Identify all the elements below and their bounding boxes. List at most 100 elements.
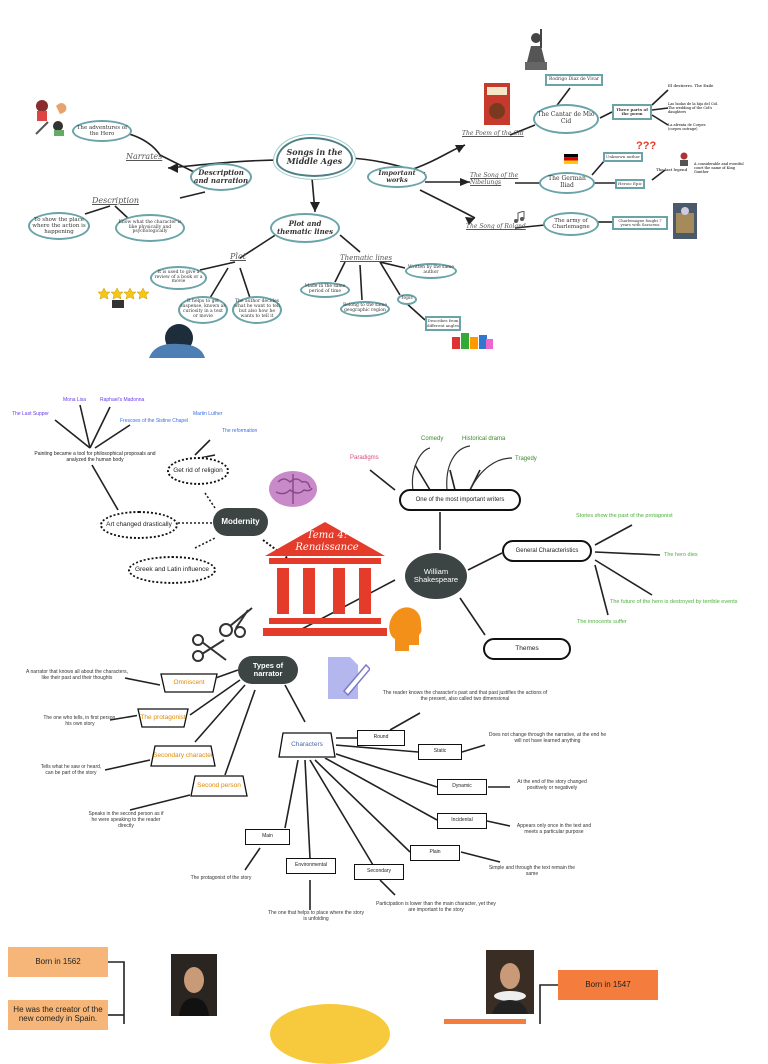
music-note-icon	[513, 210, 525, 228]
gc-innocents-text: The innocents suffer	[577, 619, 627, 625]
dynamic-node: Dynamic	[437, 779, 487, 795]
thematic-lines-label: Thematic lines	[340, 254, 393, 262]
gc-past-text: Stories show the past of the protagonist	[576, 513, 673, 519]
plot-thematic-label: Plot and thematic lines	[276, 219, 334, 236]
unknown-author-node: Unknown author	[603, 152, 643, 162]
last-supper-text: The Last Supper	[12, 411, 49, 417]
types-narrator-label: Types of narrator	[252, 660, 284, 678]
main-label: Main	[262, 833, 273, 840]
main-desc: The protagonist of the story	[190, 875, 252, 881]
plot-author-text: The author decides what he want to tell …	[234, 299, 280, 319]
knight-statue-icon	[523, 26, 549, 77]
plot-review-text: It is used to give a review of a book or…	[154, 269, 203, 285]
cantar-text: The Cantar de Mio Cid	[537, 111, 595, 125]
important-works-label: Important works	[378, 168, 416, 184]
different-angles-text: Describes from different angles	[427, 318, 460, 328]
plot-author-node: The author decides what he want to tell …	[232, 296, 282, 324]
army-text: The army of Charlemagne	[552, 217, 590, 230]
most-important-label: One of the most important writers	[415, 496, 505, 503]
luther-text: Martin Luther	[193, 411, 223, 417]
born-1547-label: Born in 1547	[585, 979, 631, 989]
plot-label: Plot	[230, 252, 246, 261]
same-author-text: Written by the same author	[407, 265, 455, 275]
static-label: Static	[433, 748, 447, 755]
cantar-node: The Cantar de Mio Cid	[533, 104, 599, 134]
german-iliad-text: The German Iliad	[548, 175, 586, 189]
rodrigo-text: Rodrigo Diaz de Vivar	[548, 76, 600, 82]
stars-icon	[97, 287, 152, 314]
brain-icon	[268, 470, 318, 513]
important-works-node: Important works	[367, 166, 427, 188]
person-icon	[678, 152, 690, 171]
plain-label: Plain	[429, 849, 441, 856]
narrates-label: Narrates	[126, 152, 163, 161]
three-parts-node: Three parts of the poem	[612, 104, 652, 120]
middle-ages-center-node: Songs in the Middle Ages	[276, 137, 353, 177]
last-legend-text: The last legend	[656, 167, 688, 172]
narration-node: Description and narration	[190, 163, 252, 191]
heroic-epic-node: Heroic Epic	[615, 179, 645, 189]
secondary-character-label: Secondary character	[153, 752, 213, 760]
static-node: Static	[418, 744, 462, 760]
born-1547-box: Born in 1547	[558, 970, 658, 1000]
dynamic-label: Dynamic	[452, 783, 472, 790]
modernity-label: Modernity	[221, 516, 260, 526]
same-author-node: Written by the same author	[405, 263, 457, 279]
dynamic-desc: At the end of the story changed positive…	[517, 779, 587, 791]
different-angles-node: Describes from different angles	[425, 316, 461, 331]
same-region-node: Belong to the same geographic region	[340, 301, 390, 317]
know-character-node: Know what the character is like physical…	[115, 214, 185, 242]
topic-text: Topic	[400, 296, 414, 302]
omniscent-label: Omniscent	[173, 679, 205, 687]
adventures-text: The adventures of the Hero	[76, 124, 128, 137]
books-icon	[452, 331, 494, 356]
head-silhouette-icon	[387, 605, 423, 658]
themes-label: Themes	[515, 645, 539, 653]
incidental-node: Incidental	[437, 813, 487, 829]
plot-thematic-node: Plot and thematic lines	[270, 213, 340, 243]
mona-lisa-text: Mona Lisa	[63, 397, 87, 403]
art-changed-node: Art changed drastically	[100, 511, 178, 539]
protagonist-label: The protagonist	[140, 714, 186, 722]
exile-text: El destierro. The Exile	[668, 83, 714, 88]
greek-latin-node: Greek and Latin influence	[128, 556, 216, 584]
same-period-node: Made in the same period of time	[300, 282, 350, 298]
second-person-node: Second person	[190, 775, 248, 797]
roland-label: The Song of Roland	[466, 223, 526, 230]
wedding-text: Las bodas de la hija del Cid. The weddin…	[668, 102, 718, 115]
general-characteristics-label: General Characteristics	[515, 547, 579, 554]
question-marks: ???	[636, 140, 657, 152]
yellow-circle-shape	[270, 1004, 390, 1064]
same-region-text: Belong to the same geographic region	[343, 303, 387, 313]
german-iliad-node: The German Iliad	[539, 172, 595, 194]
show-place-text: To show the place where the action is ha…	[32, 216, 86, 236]
book-cover-icon	[484, 83, 510, 130]
charlemagne-node: Charlemagne fought 7 years with Saracens	[612, 216, 668, 230]
greek-latin-label: Greek and Latin influence	[134, 566, 210, 574]
same-period-text: Made in the same period of time	[304, 284, 346, 294]
narration-label: Description and narration	[193, 168, 249, 185]
plot-suspense-node: It helps to get suspense, known as curio…	[178, 296, 228, 324]
center-label: Songs in the Middle Ages	[286, 147, 343, 166]
art-changed-label: Art changed drastically	[106, 521, 172, 529]
types-narrator-node: Types of narrator	[238, 656, 298, 684]
orange-box-partial	[444, 1019, 526, 1024]
scissors-icon	[192, 632, 228, 671]
plot-suspense-text: It helps to get suspense, known as curio…	[180, 299, 226, 319]
secondary-character-desc: Tells what he saw or heard, can be part …	[40, 764, 102, 776]
born-1562-box: Born in 1562	[8, 947, 108, 977]
omniscent-node: Omniscent	[160, 673, 218, 693]
know-character-text: Know what the character is like physical…	[118, 219, 182, 235]
secondary-node: Secondary	[354, 864, 404, 880]
characters-node: Characters	[278, 732, 336, 758]
raphael-text: Raphael's Madonna	[100, 397, 145, 403]
secondary-character-node: Secondary character	[150, 745, 216, 767]
renaissance-temple-icon	[263, 520, 387, 643]
round-label: Round	[373, 734, 389, 741]
scissors-icon	[218, 606, 254, 643]
charlemagne-text: Charlemagne fought 7 years with Saracens	[618, 217, 662, 227]
shakespeare-label: William Shakespeare	[413, 566, 459, 584]
incidental-desc: Appears only once in the text and meets …	[516, 823, 592, 835]
three-parts-text: Three parts of the poem	[616, 106, 648, 116]
environmental-label: Environmental	[295, 862, 327, 869]
